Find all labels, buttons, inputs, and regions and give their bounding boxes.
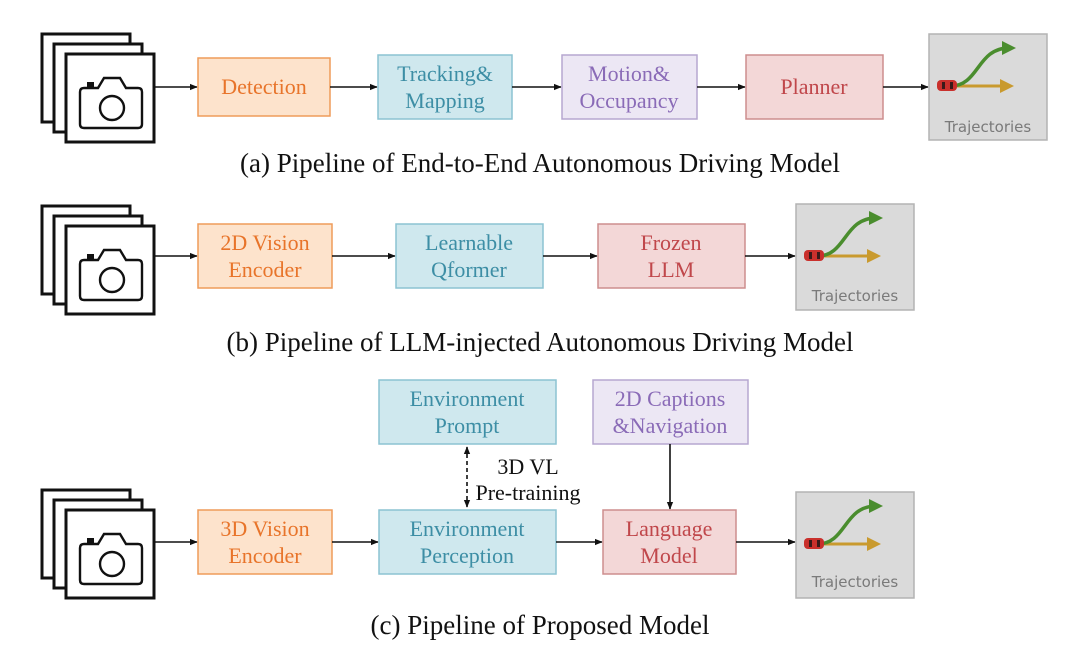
language-label-line1: Language	[626, 516, 713, 541]
motion-occupancy-box	[561, 54, 698, 120]
3d-encoder-label-line1: 3D Vision	[220, 516, 309, 541]
environment-perception-box	[378, 509, 557, 575]
motion-label-line2: Occupancy	[580, 88, 679, 113]
llm-label-line1: Frozen	[640, 230, 701, 255]
3d-encoder-label-line2: Encoder	[228, 543, 302, 568]
caption-c: (c) Pipeline of Proposed Model	[371, 610, 710, 640]
prompt-label-line2: Prompt	[435, 413, 500, 438]
planner-box	[745, 54, 884, 120]
prompt-label-line1: Environment	[410, 386, 525, 411]
camera-stack-icon-c	[40, 488, 156, 600]
pretraining-label-line1: 3D VL	[497, 454, 558, 479]
tracking-label-line2: Mapping	[405, 88, 484, 113]
captions-label-line1: 2D Captions	[615, 386, 726, 411]
motion-label-line1: Motion&	[588, 61, 670, 86]
caption-b: (b) Pipeline of LLM-injected Autonomous …	[227, 327, 854, 357]
caption-a: (a) Pipeline of End-to-End Autonomous Dr…	[240, 148, 840, 178]
qformer-label-line2: Qformer	[431, 257, 507, 282]
2d-vision-encoder-box	[197, 223, 333, 289]
camera-stack-icon-b	[40, 204, 156, 316]
tracking-mapping-box	[377, 54, 513, 120]
pipeline-b: 2D Vision Encoder Learnable Qformer Froz…	[40, 204, 914, 357]
2d-encoder-label-line1: 2D Vision	[220, 230, 309, 255]
pretraining-label-line2: Pre-training	[475, 480, 580, 505]
captions-navigation-box	[592, 379, 749, 445]
trajectories-label-a: Trajectories	[944, 118, 1032, 136]
llm-label-line2: LLM	[648, 257, 694, 282]
environment-prompt-box	[378, 379, 557, 445]
planner-label: Planner	[780, 74, 848, 99]
language-model-box	[602, 509, 737, 575]
qformer-label-line1: Learnable	[425, 230, 513, 255]
learnable-qformer-box	[395, 223, 544, 289]
detection-label: Detection	[221, 74, 307, 99]
pipeline-a: Detection Tracking& Mapping Motion& Occu…	[40, 32, 1047, 178]
tracking-label-line1: Tracking&	[397, 61, 493, 86]
trajectories-label-b: Trajectories	[811, 287, 899, 305]
captions-label-line2: &Navigation	[613, 413, 728, 438]
pipeline-c: 3D Vision Encoder Environment Prompt 3D …	[40, 379, 914, 640]
camera-stack-icon-a	[40, 32, 156, 144]
perception-label-line1: Environment	[410, 516, 525, 541]
3d-vision-encoder-box	[197, 509, 333, 575]
perception-label-line2: Perception	[420, 543, 514, 568]
language-label-line2: Model	[640, 543, 697, 568]
trajectories-label-c: Trajectories	[811, 573, 899, 591]
2d-encoder-label-line2: Encoder	[228, 257, 302, 282]
frozen-llm-box	[597, 223, 746, 289]
